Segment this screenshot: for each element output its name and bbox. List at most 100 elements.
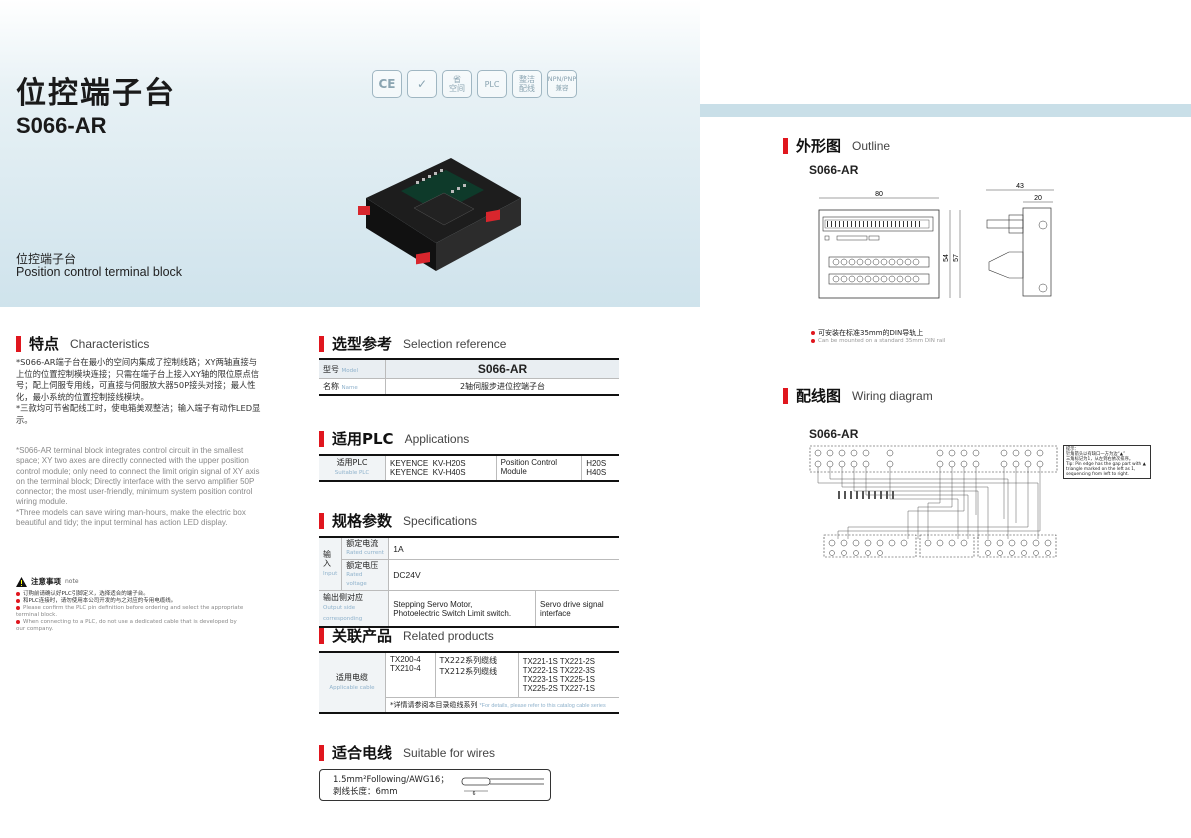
wiring-title-en: Wiring diagram <box>852 388 933 403</box>
note-title-cn: 注意事项 <box>31 577 61 586</box>
outline-title-en: Outline <box>852 138 891 153</box>
wires-heading: 适合电线 Suitable for wires <box>319 742 495 763</box>
section-bar-icon <box>319 512 324 529</box>
note-item: 和PLC连接时，请勿使用本公司开发的与之对应的专用电缆线。 <box>16 598 246 605</box>
hero-banner <box>0 0 700 307</box>
dim-side2-label: 20 <box>1034 195 1042 202</box>
wiring-hint-box: 提示： 针角箭头以有缺口一方为边“▲” 三角标记为1，从左到右依次排序。 Tip… <box>1063 445 1151 479</box>
tidy-wiring-badge: 整洁 配线 <box>512 70 542 98</box>
section-bar-icon <box>783 387 788 404</box>
cable-col-2: TX222系列缆线 TX212系列缆线 <box>434 651 519 698</box>
cable-col-3: TX221-1S TX221-2S TX222-1S TX222-3S TX22… <box>517 651 619 698</box>
wiring-diagram <box>809 445 1058 558</box>
certification-badges: CE ✓ 省 空间 PLC 整洁 配线 NPN/PNP 兼容 <box>372 70 577 98</box>
note-item: When connecting to a PLC, do not use a d… <box>16 619 246 633</box>
output-value: Stepping Servo Motor, Photoelectric Swit… <box>388 590 537 628</box>
section-bar-icon <box>16 335 21 352</box>
plc-badge: PLC <box>477 70 507 98</box>
wire-strip-icon: 6 <box>461 777 544 797</box>
model-value: S066-AR <box>385 358 619 379</box>
wiring-hint-cn: 提示： 针角箭头以有缺口一方为边“▲” 三角标记为1，从左到右依次排序。 <box>1066 447 1134 462</box>
output-extra: Servo drive signal interface <box>535 590 619 628</box>
specs-heading: 规格参数 Specifications <box>319 510 477 531</box>
warning-icon <box>16 576 27 587</box>
related-title-en: Related products <box>403 628 494 643</box>
page-model: S066-AR <box>16 113 107 138</box>
related-title-cn: 关联产品 <box>332 627 393 645</box>
din-rail-note: 可安装在标准35mm的DIN导轨上 Can be mounted on a st… <box>811 328 945 344</box>
dim-h1-label: 54 <box>943 254 950 262</box>
note-item: 订购前请确认好PLC引脚定义，选择适合的端子台。 <box>16 591 246 598</box>
wiring-title-cn: 配线图 <box>796 387 842 405</box>
related-heading: 关联产品 Related products <box>319 625 494 646</box>
check-badge-icon: ✓ <box>407 70 437 98</box>
wiring-heading: 配线图 Wiring diagram <box>783 385 933 406</box>
note-title-en: note <box>65 578 79 585</box>
cable-footnote: *详情请参阅本目录缆线系列 *For details, please refer… <box>385 697 619 714</box>
note-text: 订购前请确认好PLC引脚定义，选择适合的端子台。 <box>23 591 149 597</box>
space-saving-badge: 省 空间 <box>442 70 472 98</box>
section-bar-icon <box>319 627 324 644</box>
note-list: 订购前请确认好PLC引脚定义，选择适合的端子台。 和PLC连接时，请勿使用本公司… <box>16 591 246 633</box>
cable-col-1: TX200-4 TX210-4 <box>385 651 436 698</box>
plc-codes: H20S H40S <box>581 454 619 482</box>
plc-models: KEYENCE KV-H20S KEYENCE KV-H40S <box>385 454 497 482</box>
outline-title-cn: 外形图 <box>796 137 842 155</box>
name-label: 名称 Name <box>319 378 386 396</box>
din-note-en: Can be mounted on a standard 35mm DIN ra… <box>818 338 946 344</box>
section-bar-icon <box>319 744 324 761</box>
wiring-model: S066-AR <box>809 427 859 441</box>
outline-model: S066-AR <box>809 163 859 177</box>
characteristics-text-cn: *S066-AR端子台在最小的空间内集成了控制线路；XY两轴直接与上位的位置控制… <box>16 357 261 425</box>
note-heading: 注意事项 note <box>16 576 79 587</box>
note-text: Please confirm the PLC pin definition be… <box>16 605 244 618</box>
characteristics-title-en: Characteristics <box>70 336 150 351</box>
page-title: 位控端子台 <box>16 76 176 111</box>
rated-voltage-value: DC24V <box>388 559 619 591</box>
specs-title-en: Specifications <box>403 513 478 528</box>
note-text: When connecting to a PLC, do not use a d… <box>16 619 237 632</box>
subtitle-en: Position control terminal block <box>16 265 183 279</box>
selection-table: 型号 Model S066-AR 名称 Name 2轴伺服步进位控端子台 <box>319 358 619 396</box>
wire-spec-box: 1.5mm²Following/AWG16； 剥线长度：6mm 6 <box>319 769 551 801</box>
plc-title-cn: 适用PLC <box>332 430 394 448</box>
din-note-cn: 可安装在标准35mm的DIN导轨上 <box>818 329 924 337</box>
subtitle-cn: 位控端子台 <box>16 252 77 266</box>
plc-title-en: Applications <box>404 431 470 446</box>
plc-heading: 适用PLC Applications <box>319 428 469 449</box>
wire-dim-label: 6 <box>473 791 476 797</box>
dim-h2-label: 57 <box>953 254 960 262</box>
wires-title-cn: 适合电线 <box>332 744 393 762</box>
outline-drawing: 80 54 57 43 20 <box>818 183 1054 299</box>
wires-title-en: Suitable for wires <box>403 745 496 760</box>
note-text: 和PLC连接时，请勿使用本公司开发的与之对应的专用电缆线。 <box>23 598 177 604</box>
dim-width-label: 80 <box>875 191 883 198</box>
wiring-hint-en: Tip: Pin edge has the gap part with ▲ tr… <box>1066 462 1146 477</box>
characteristics-text-en: *S066-AR terminal block integrates contr… <box>16 446 260 528</box>
wire-gauge-text: 1.5mm²Following/AWG16； <box>333 775 449 785</box>
characteristics-heading: 特点 Characteristics <box>16 333 149 354</box>
rated-current-value: 1A <box>388 536 619 560</box>
plc-module: Position Control Module <box>495 454 583 482</box>
characteristics-title-cn: 特点 <box>29 335 60 353</box>
strip-length-text: 剥线长度：6mm <box>333 787 398 797</box>
name-value: 2轴伺服步进位控端子台 <box>385 378 619 396</box>
selection-title-en: Selection reference <box>403 336 507 351</box>
outline-heading: 外形图 Outline <box>783 135 890 156</box>
ce-badge-icon: CE <box>372 70 402 98</box>
dim-side1-label: 43 <box>1016 183 1024 190</box>
section-bar-icon <box>783 137 788 154</box>
specs-title-cn: 规格参数 <box>332 512 393 530</box>
selection-title-cn: 选型参考 <box>332 335 393 353</box>
selection-heading: 选型参考 Selection reference <box>319 333 506 354</box>
note-item: Please confirm the PLC pin definition be… <box>16 605 246 619</box>
